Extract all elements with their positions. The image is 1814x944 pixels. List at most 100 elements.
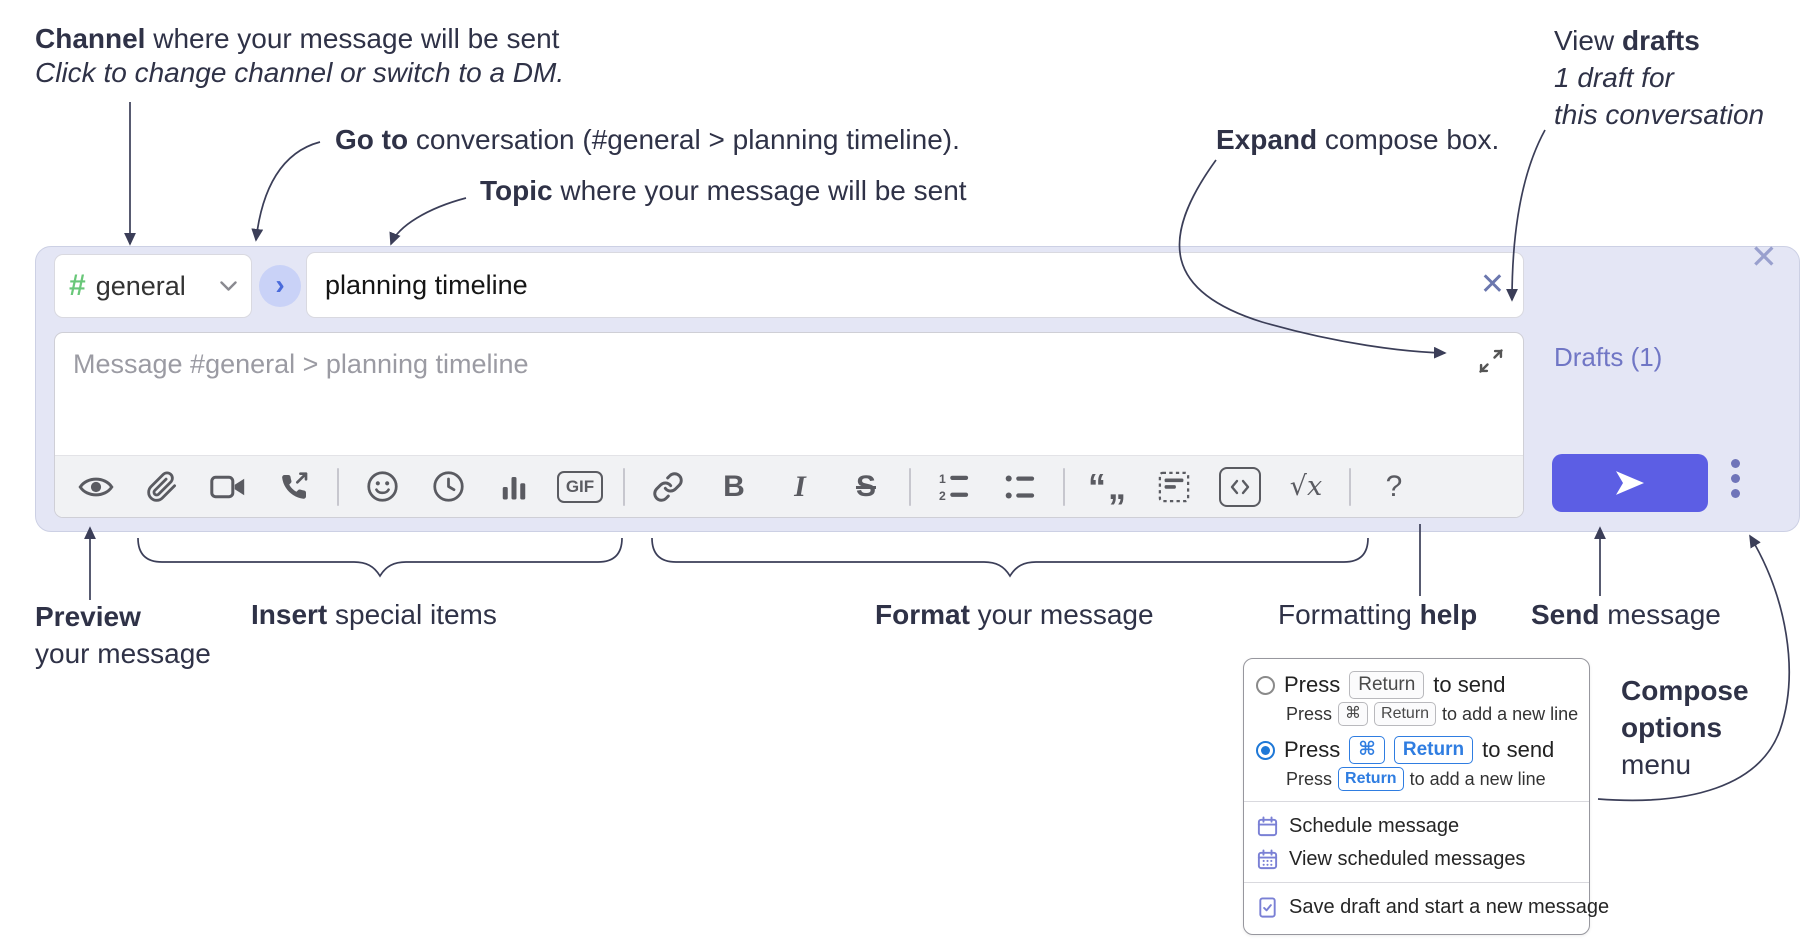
gif-button[interactable]: GIF — [547, 459, 613, 515]
topic-input[interactable]: planning timeline ✕ — [306, 252, 1524, 318]
attach-file-button[interactable] — [129, 459, 195, 515]
annotation-channel-bold: Channel — [35, 23, 146, 54]
annotation-topic: Topic where your message will be sent — [480, 175, 967, 206]
math-button[interactable]: √x — [1273, 459, 1339, 515]
bulleted-list-icon — [1005, 475, 1035, 498]
numbered-list-button[interactable]: 1 2 — [921, 459, 987, 515]
menu-option-return-sub: Press ⌘ Return to add a new line — [1286, 702, 1578, 726]
smiley-icon — [366, 471, 398, 502]
drafts-link[interactable]: Drafts (1) — [1554, 342, 1663, 372]
annotation-format: Format your message — [875, 599, 1154, 630]
go-to-conversation-button[interactable]: › — [259, 265, 301, 307]
strikethrough-button[interactable]: S — [833, 459, 899, 515]
compose-options-button[interactable] — [1731, 459, 1740, 498]
compose-options-menu: Press Return to send Press ⌘ Return to a… — [1243, 658, 1609, 935]
spoiler-icon — [1158, 471, 1190, 502]
clock-icon — [432, 471, 464, 502]
menu-item-save-draft-new-message[interactable]: Save draft and start a new message — [1256, 891, 1609, 924]
eye-icon — [78, 477, 114, 496]
audio-call-button[interactable] — [261, 459, 327, 515]
channel-selector[interactable]: # general — [54, 254, 252, 318]
radio-selected[interactable] — [1256, 740, 1275, 760]
gif-icon: GIF — [556, 470, 604, 503]
video-call-button[interactable] — [195, 459, 261, 515]
topic-value: planning timeline — [325, 269, 528, 300]
return-key: Return — [1349, 671, 1425, 699]
svg-text:2: 2 — [939, 489, 946, 503]
radio-unselected[interactable] — [1256, 675, 1275, 695]
math-icon: √x — [1289, 471, 1323, 502]
link-icon — [653, 471, 683, 502]
paperclip-icon — [147, 470, 176, 502]
channel-hash-icon: # — [69, 269, 86, 302]
annotation-preview: Preview your message — [35, 601, 211, 669]
return-key: Return — [1338, 767, 1404, 791]
video-camera-icon — [210, 475, 245, 498]
draft-document-icon — [1259, 897, 1276, 918]
code-icon — [1219, 466, 1261, 507]
emoji-button[interactable] — [349, 459, 415, 515]
poll-button[interactable] — [481, 459, 547, 515]
message-placeholder: Message #general > planning timeline — [73, 349, 529, 379]
expand-compose-icon[interactable] — [1477, 347, 1505, 375]
link-button[interactable] — [635, 459, 701, 515]
bulleted-list-button[interactable] — [987, 459, 1053, 515]
formatting-help-button[interactable]: ? — [1361, 459, 1427, 515]
menu-option-return-to-send[interactable]: Press Return to send — [1256, 671, 1577, 699]
calendar-grid-icon — [1257, 849, 1278, 870]
menu-option-cmd-return-to-send[interactable]: Press ⌘ Return to send — [1256, 736, 1577, 764]
menu-item-view-scheduled-messages[interactable]: View scheduled messages — [1256, 843, 1577, 876]
annotation-view-drafts: View drafts 1 draft for this conversatio… — [1554, 25, 1765, 130]
annotation-insert: Insert special items — [251, 599, 497, 630]
annotation-send: Send message — [1531, 599, 1721, 630]
calendar-icon — [1257, 816, 1278, 837]
annotation-go-to: Go to conversation (#general > planning … — [335, 124, 960, 155]
compose-toolbar: GIF B I S 1 2 — [55, 455, 1523, 517]
strikethrough-icon: S — [855, 469, 876, 503]
annotation-expand: Expand compose box. — [1216, 124, 1500, 155]
menu-divider — [1244, 801, 1589, 802]
menu-option-cmd-return-sub: Press Return to add a new line — [1286, 767, 1577, 791]
annotation-channel-rest: where your message will be sent — [145, 23, 560, 54]
clear-topic-icon[interactable]: ✕ — [1479, 268, 1505, 301]
italic-button[interactable]: I — [767, 459, 833, 515]
quote-icon: “„ — [1088, 465, 1128, 507]
help-icon: ? — [1385, 469, 1403, 503]
bold-icon: B — [723, 469, 745, 503]
channel-name: general — [95, 270, 186, 301]
bold-button[interactable]: B — [701, 459, 767, 515]
toolbar-divider — [623, 467, 625, 506]
numbered-list-icon: 1 2 — [939, 472, 969, 503]
quote-button[interactable]: “„ — [1075, 459, 1141, 515]
annotation-channel: Channel where your message will be sent … — [35, 22, 564, 90]
toolbar-divider — [1349, 467, 1351, 506]
preview-button[interactable] — [63, 459, 129, 515]
chevron-down-icon — [220, 280, 237, 291]
menu-item-schedule-message[interactable]: Schedule message — [1256, 810, 1577, 843]
close-compose-icon[interactable]: ✕ — [1750, 238, 1778, 275]
cmd-key: ⌘ — [1349, 736, 1385, 764]
svg-text:1: 1 — [939, 472, 946, 486]
return-key: Return — [1393, 736, 1474, 764]
send-button[interactable] — [1552, 454, 1708, 512]
annotation-compose-options: Compose options menu — [1621, 675, 1749, 780]
cmd-key: ⌘ — [1338, 702, 1369, 726]
menu-divider — [1244, 882, 1589, 883]
message-compose-area: Message #general > planning timeline — [54, 332, 1524, 518]
message-textarea[interactable]: Message #general > planning timeline — [55, 333, 1523, 455]
code-button[interactable] — [1207, 459, 1273, 515]
spoiler-button[interactable] — [1141, 459, 1207, 515]
send-icon — [1616, 471, 1644, 495]
vertical-dots-icon — [1731, 459, 1740, 468]
bar-chart-icon — [502, 476, 526, 499]
toolbar-divider — [1063, 467, 1065, 506]
annotation-channel-sub: Click to change channel or switch to a D… — [35, 57, 565, 88]
toolbar-divider — [337, 467, 339, 506]
phone-call-icon — [282, 471, 308, 499]
italic-icon: I — [794, 469, 806, 503]
time-button[interactable] — [415, 459, 481, 515]
annotation-formatting-help: Formatting help — [1278, 599, 1478, 630]
toolbar-divider — [909, 467, 911, 506]
return-key: Return — [1374, 702, 1437, 726]
